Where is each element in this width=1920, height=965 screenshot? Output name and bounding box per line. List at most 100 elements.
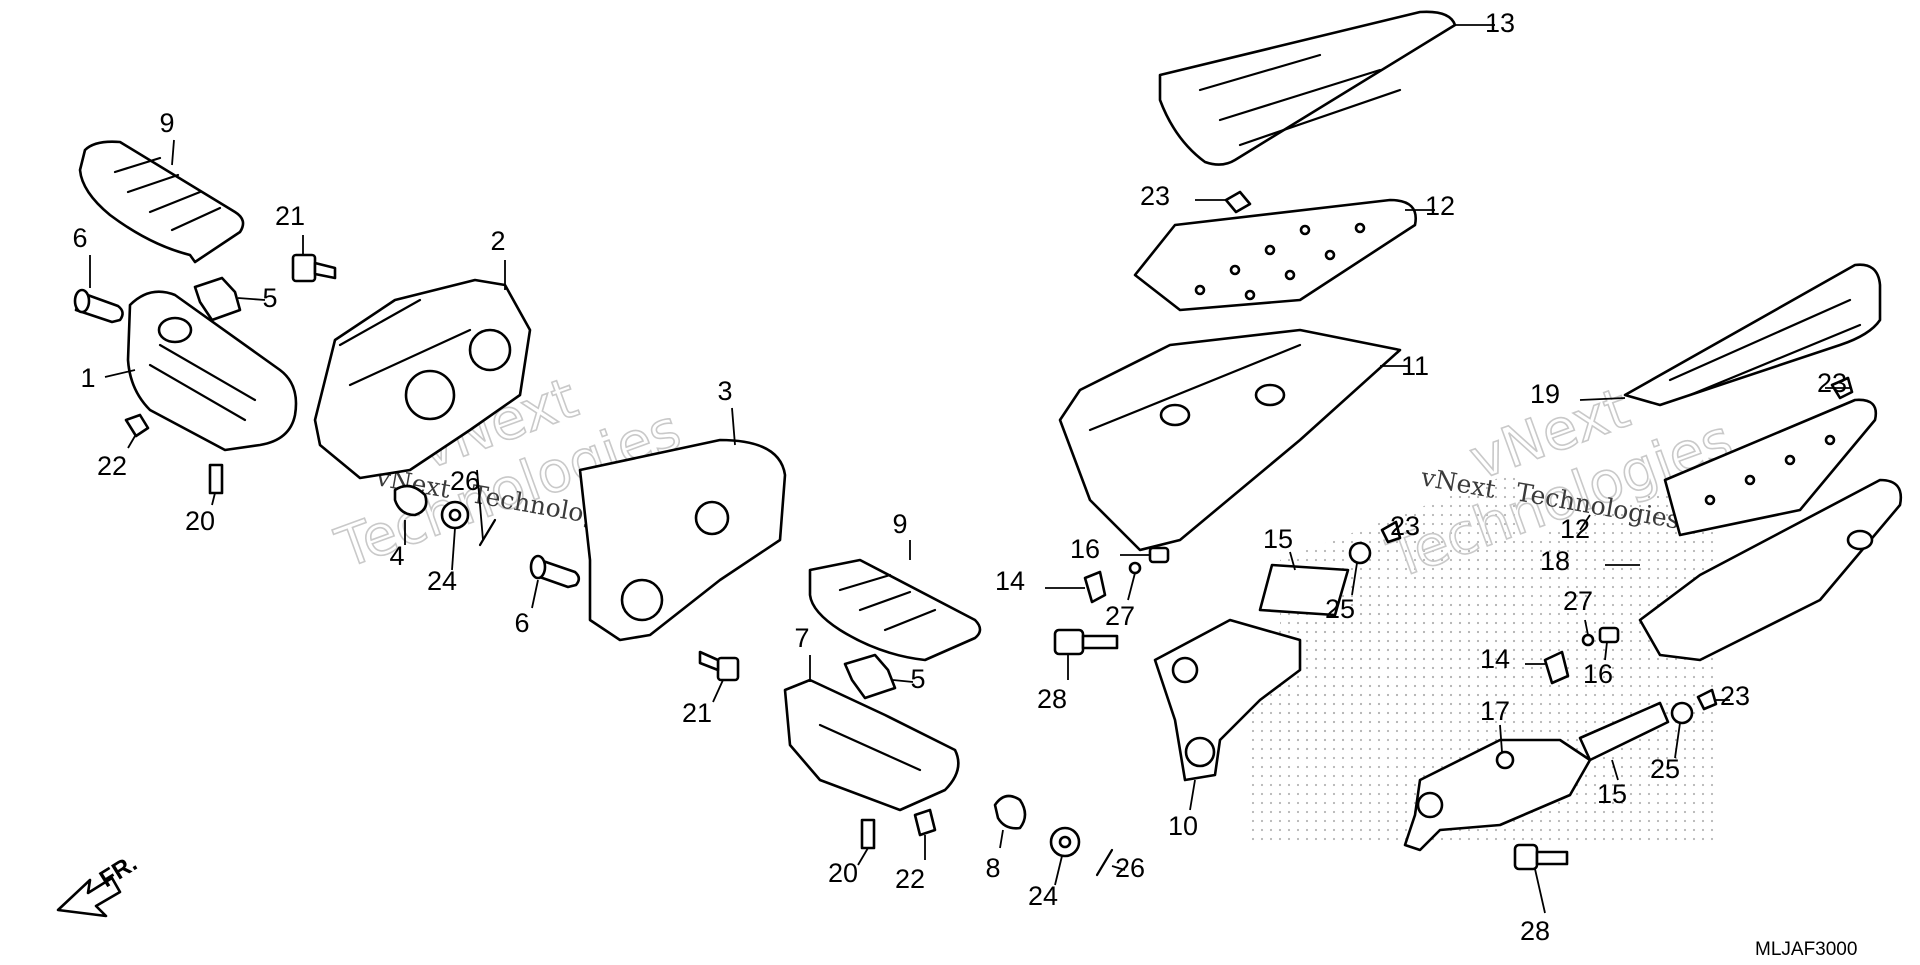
callout-leader-15 bbox=[1289, 551, 1296, 571]
callout-label-17: 17 bbox=[1480, 696, 1510, 726]
callout-label-23: 23 bbox=[1720, 681, 1750, 711]
callout-label-7: 7 bbox=[794, 623, 809, 653]
callout-label-15: 15 bbox=[1597, 779, 1627, 809]
callout-label-28: 28 bbox=[1520, 916, 1550, 946]
callout-leader-24 bbox=[1054, 855, 1063, 886]
part-16-spring-lower bbox=[1598, 626, 1620, 644]
callout-leader-12 bbox=[1579, 514, 1591, 531]
callout-leader-28 bbox=[1534, 868, 1546, 914]
part-25-washer-upper bbox=[1348, 541, 1372, 565]
part-21-bolt-upper bbox=[291, 253, 337, 283]
callout-label-5: 5 bbox=[262, 283, 277, 313]
callout-leader-8 bbox=[999, 829, 1004, 849]
part-20-bolt-upper bbox=[208, 463, 224, 495]
callout-label-6: 6 bbox=[514, 608, 529, 638]
part-5-clip-lower bbox=[843, 653, 897, 700]
part-21-bolt-lower bbox=[698, 650, 740, 682]
callout-label-21: 21 bbox=[275, 201, 305, 231]
part-12-step-plate-upper bbox=[1133, 198, 1417, 312]
callout-label-24: 24 bbox=[427, 566, 457, 596]
callout-leader-24 bbox=[451, 527, 456, 571]
callout-label-27: 27 bbox=[1563, 586, 1593, 616]
callout-leader-20 bbox=[211, 492, 216, 506]
part-10-step-bracket-upper bbox=[1153, 618, 1302, 782]
part-23-screw-top bbox=[1224, 190, 1252, 214]
callout-label-22: 22 bbox=[895, 864, 925, 894]
part-9-footpeg-rubber-lower bbox=[808, 558, 982, 662]
part-11-step-holder-upper bbox=[1058, 328, 1402, 552]
callout-label-16: 16 bbox=[1583, 659, 1613, 689]
callout-leader-1 bbox=[104, 369, 136, 378]
part-28-bolt-upper bbox=[1053, 628, 1119, 656]
part-13-step-cover-plate bbox=[1158, 10, 1457, 166]
callout-leader-19 bbox=[1579, 397, 1626, 401]
callout-label-20: 20 bbox=[185, 506, 215, 536]
front-direction-arrow: FR. bbox=[56, 850, 142, 918]
callout-label-21: 21 bbox=[682, 698, 712, 728]
callout-label-16: 16 bbox=[1070, 534, 1100, 564]
callout-label-3: 3 bbox=[717, 376, 732, 406]
callout-leader-27 bbox=[1584, 619, 1589, 636]
part-16-spring-upper bbox=[1148, 546, 1170, 564]
callout-leader-27 bbox=[1127, 572, 1136, 601]
part-4-spring-upper bbox=[393, 484, 428, 517]
callout-leader-25 bbox=[1351, 562, 1358, 596]
part-28-bolt-lower bbox=[1513, 843, 1569, 871]
part-8-spring bbox=[993, 794, 1027, 830]
callout-leader-5 bbox=[237, 297, 266, 301]
part-6-pin-lower bbox=[529, 554, 581, 589]
part-27-ring-lower bbox=[1581, 633, 1595, 647]
part-23-screw-right-lower bbox=[1696, 688, 1718, 711]
part-23-screw-mid-upper bbox=[1380, 520, 1402, 544]
callout-label-15: 15 bbox=[1263, 524, 1293, 554]
callout-label-23: 23 bbox=[1140, 181, 1170, 211]
callout-label-9: 9 bbox=[159, 108, 174, 138]
callout-label-13: 13 bbox=[1485, 8, 1515, 38]
part-25-washer-lower bbox=[1670, 701, 1694, 725]
callout-label-23: 23 bbox=[1817, 368, 1847, 398]
part-22-bolt-upper bbox=[124, 413, 150, 438]
part-2-step-holder bbox=[313, 278, 532, 480]
callout-leader-5 bbox=[892, 679, 914, 683]
callout-label-4: 4 bbox=[389, 541, 404, 571]
callout-label-27: 27 bbox=[1105, 601, 1135, 631]
part-5-clip-upper bbox=[193, 276, 242, 322]
callout-label-2: 2 bbox=[490, 226, 505, 256]
part-17-step-bracket-lower bbox=[1403, 738, 1592, 852]
part-1-footpeg-bracket bbox=[126, 290, 298, 452]
callout-label-28: 28 bbox=[1037, 684, 1067, 714]
callout-leader-9 bbox=[171, 139, 175, 166]
part-19-step-rubber bbox=[1623, 263, 1882, 407]
part-9-footpeg-rubber-upper bbox=[78, 140, 245, 264]
part-24-washer-upper bbox=[440, 500, 470, 530]
callout-leader-10 bbox=[1189, 779, 1196, 811]
callout-label-6: 6 bbox=[72, 223, 87, 253]
part-20-bolt-lower bbox=[860, 818, 876, 850]
part-14-clip-lower bbox=[1543, 650, 1570, 685]
callout-label-14: 14 bbox=[995, 566, 1025, 596]
callout-label-10: 10 bbox=[1168, 811, 1198, 841]
callout-leader-26 bbox=[476, 469, 484, 541]
part-26-cotter-lower bbox=[1095, 848, 1114, 877]
dotted-shading-center bbox=[1280, 470, 1520, 760]
part-3-step-holder bbox=[578, 438, 787, 642]
callout-label-25: 25 bbox=[1650, 754, 1680, 784]
callout-leader-6 bbox=[531, 579, 539, 609]
part-14-clip-upper bbox=[1083, 570, 1107, 604]
callout-leader-22 bbox=[127, 435, 136, 449]
callout-leader-26 bbox=[1111, 865, 1126, 871]
callout-label-18: 18 bbox=[1540, 546, 1570, 576]
callout-label-14: 14 bbox=[1480, 644, 1510, 674]
callout-leader-16 bbox=[1604, 641, 1608, 661]
callout-label-23: 23 bbox=[1390, 511, 1420, 541]
callout-leader-3 bbox=[731, 407, 736, 446]
callout-leader-25 bbox=[1674, 722, 1681, 759]
diagram-code: MLJAF3000 bbox=[1755, 939, 1857, 960]
callout-label-8: 8 bbox=[985, 853, 1000, 883]
callout-label-26: 26 bbox=[450, 466, 480, 496]
callout-label-26: 26 bbox=[1115, 853, 1145, 883]
callout-label-25: 25 bbox=[1325, 594, 1355, 624]
callout-label-12: 12 bbox=[1560, 514, 1590, 544]
